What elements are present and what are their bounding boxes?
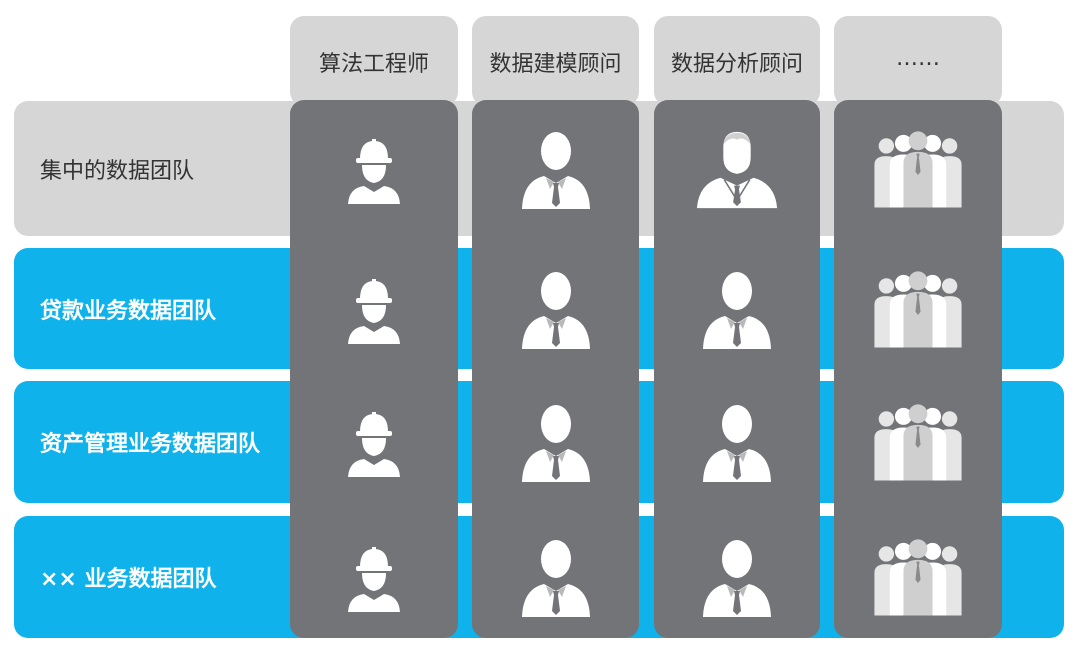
column-label: …… [896, 46, 940, 71]
team-group-icon [834, 248, 1002, 369]
column-label: 数据建模顾问 [489, 52, 622, 77]
row-label-asset-management-data-team: 资产管理业务数据团队 [40, 432, 261, 457]
construction-worker-icon [290, 381, 458, 503]
construction-worker-icon [290, 101, 458, 236]
businessman-icon [472, 381, 639, 503]
column-label: 数据分析顾问 [670, 52, 803, 77]
businessman-icon [654, 516, 820, 638]
team-group-icon [834, 516, 1002, 638]
businessman-icon [654, 248, 820, 369]
businessman-icon [472, 516, 639, 638]
row-label-xx-business-data-team: ×× 业务数据团队 [40, 567, 217, 592]
consultant-icon [654, 101, 820, 236]
businessman-icon [654, 381, 820, 503]
businessman-icon [472, 248, 639, 369]
column-label: 算法工程师 [318, 52, 429, 77]
column-header-data-analysis-consultant: 数据分析顾问 [654, 16, 820, 106]
column-header-data-modeling-consultant: 数据建模顾问 [472, 16, 639, 106]
column-header-more: …… [834, 16, 1002, 106]
construction-worker-icon [290, 248, 458, 369]
businessman-icon [472, 101, 639, 236]
column-header-algorithm-engineer: 算法工程师 [290, 16, 458, 106]
row-label-loan-data-team: 贷款业务数据团队 [40, 298, 217, 324]
team-group-icon [834, 101, 1002, 236]
construction-worker-icon [290, 516, 458, 638]
team-group-icon [834, 381, 1002, 503]
row-label-central-data-team: 集中的数据团队 [40, 158, 195, 184]
